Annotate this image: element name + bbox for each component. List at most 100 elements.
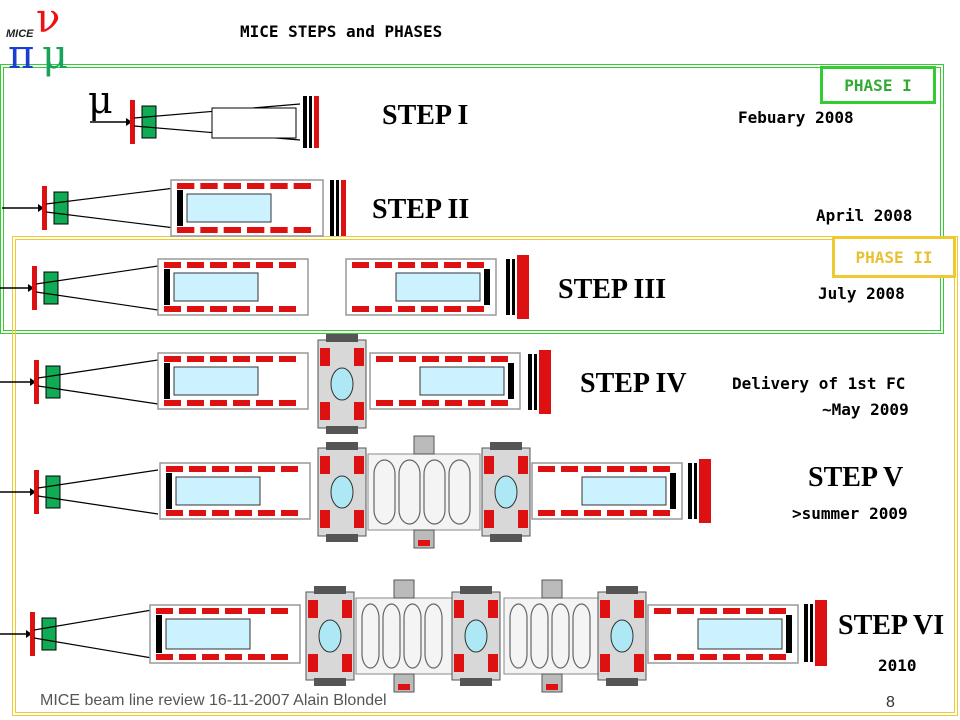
step3-diffuser — [32, 266, 37, 310]
step6-rf-2-coupler-top — [541, 579, 563, 599]
step6-arrowhead — [26, 630, 32, 638]
step6-focus-coil-1-lh2-absorber — [318, 619, 342, 653]
step3-upstream-coil-bottom — [279, 306, 296, 312]
step6-upstream-tracker — [165, 618, 251, 650]
step-3-date: July 2008 — [818, 284, 905, 303]
step5-downstream-endplate — [670, 473, 676, 509]
mice-logo: MICE ν π μ — [2, 0, 78, 78]
step2-diffuser — [42, 186, 47, 230]
step6-downstream-tracker — [697, 618, 783, 650]
step6-focus-coil-1-coil-1 — [308, 600, 318, 618]
step-5-date: >summer 2009 — [792, 504, 908, 523]
step4-upstream-coil-bottom — [256, 400, 273, 406]
step6-downstream-coil-bottom — [677, 654, 694, 660]
step6-rf-1-coupler-top — [393, 579, 415, 599]
step4-downstream-coil-bottom — [445, 400, 462, 406]
step3-downstream-coil-bottom — [375, 306, 392, 312]
step4-beam-bottom — [37, 385, 159, 405]
step3-upstream-coil-top — [233, 262, 250, 268]
step2-spectrometer-coil-top — [293, 183, 311, 189]
step6-upstream-coil-top — [156, 608, 173, 614]
step5-upstream-coil-top — [281, 466, 298, 472]
step6-tof-black-2 — [810, 604, 813, 662]
step6-beam-top — [33, 609, 153, 631]
step5-focus-coil-1-bottom-cap — [326, 534, 358, 542]
step2-spectrometer-coil-top — [223, 183, 241, 189]
step2-calorimeter — [341, 180, 346, 236]
step2-spectrometer-coil-top — [270, 183, 288, 189]
logo-pi: π — [8, 32, 35, 78]
step4-downstream-coil-bottom — [422, 400, 439, 406]
step6-upstream-coil-bottom — [248, 654, 265, 660]
step6-tof-black-1 — [804, 604, 808, 662]
step5-downstream-coil-bottom — [607, 510, 624, 516]
step3-upstream-coil-bottom — [233, 306, 250, 312]
step6-rf-1-cavity — [382, 603, 401, 669]
step4-arrowhead — [30, 378, 36, 386]
step2-beam-bottom — [45, 211, 176, 229]
step2-spectrometer-coil-bottom — [247, 227, 265, 233]
step3-downstream-coil-top — [352, 262, 369, 268]
step6-focus-coil-2-coil-3 — [454, 654, 464, 672]
step5-focus-coil-2-bottom-cap — [490, 534, 522, 542]
step2-spectrometer-coil-bottom — [293, 227, 311, 233]
step6-focus-coil-3-top-cap — [606, 586, 638, 594]
step4-tof — [45, 365, 61, 399]
step2-arrowhead — [38, 204, 44, 212]
step4-upstream-coil-top — [256, 356, 273, 362]
step5-rf-cavity — [373, 459, 396, 525]
step5-beam-top — [37, 469, 159, 489]
step3-upstream-endplate — [164, 269, 170, 305]
step2-tof-black-1 — [330, 180, 334, 236]
step5-rf-cavity — [448, 459, 471, 525]
step6-downstream-coil-top — [723, 608, 740, 614]
logo-text: MICE — [6, 28, 34, 40]
logo-nu: ν — [36, 0, 61, 42]
step6-focus-coil-2-coil-4 — [488, 654, 498, 672]
step3-upstream-coil-top — [164, 262, 181, 268]
step3-downstream-coil-bottom — [421, 306, 438, 312]
step1-arrowhead — [126, 118, 132, 126]
step5-downstream-coil-top — [584, 466, 601, 472]
step5-downstream-coil-bottom — [538, 510, 555, 516]
page-number: 8 — [886, 694, 895, 711]
step5-upstream-coil-top — [212, 466, 229, 472]
phase-2-label: PHASE II — [832, 236, 956, 278]
step3-downstream-coil-bottom — [352, 306, 369, 312]
step5-upstream-coil-bottom — [281, 510, 298, 516]
step6-focus-coil-3-lh2-absorber — [610, 619, 634, 653]
step3-downstream-coil-bottom — [467, 306, 484, 312]
step-4-date: Delivery of 1st FC — [732, 374, 906, 393]
step-5-label: STEP V — [808, 462, 904, 493]
step2-spectrometer-endplate — [177, 190, 183, 226]
step4-downstream-coil-top — [491, 356, 508, 362]
step6-tof — [41, 617, 57, 651]
step4-upstream-coil-top — [233, 356, 250, 362]
step6-downstream-endplate — [786, 615, 792, 653]
step6-rf-2-coupler-red — [546, 684, 558, 690]
step1-tof-black-1 — [303, 96, 307, 148]
step1-tof — [141, 105, 157, 139]
step4-downstream-coil-top — [376, 356, 393, 362]
step4-focus-coil-coil-2 — [354, 348, 364, 366]
step3-upstream-coil-bottom — [187, 306, 204, 312]
step6-focus-coil-2-lh2-absorber — [464, 619, 488, 653]
step6-focus-coil-2-coil-1 — [454, 600, 464, 618]
step4-focus-coil-top-cap — [326, 334, 358, 342]
step5-focus-coil-1-lh2-absorber — [330, 475, 354, 509]
step4-upstream-coil-bottom — [187, 400, 204, 406]
step6-focus-coil-2-top-cap — [460, 586, 492, 594]
step6-focus-coil-1-coil-2 — [342, 600, 352, 618]
step2-spectrometer-coil-bottom — [177, 227, 195, 233]
step4-downstream-coil-bottom — [468, 400, 485, 406]
step2-spectrometer-coil-bottom — [223, 227, 241, 233]
step5-upstream-endplate — [166, 473, 172, 509]
step6-focus-coil-1-bottom-cap — [314, 678, 346, 686]
step5-focus-coil-2-coil-3 — [484, 510, 494, 528]
logo-mu: μ — [42, 32, 68, 78]
step6-upstream-coil-top — [202, 608, 219, 614]
step1-tof-black-2 — [309, 96, 312, 148]
footer-text: MICE beam line review 16-11-2007 Alain B… — [40, 692, 387, 709]
step6-beam-bottom — [33, 637, 153, 659]
